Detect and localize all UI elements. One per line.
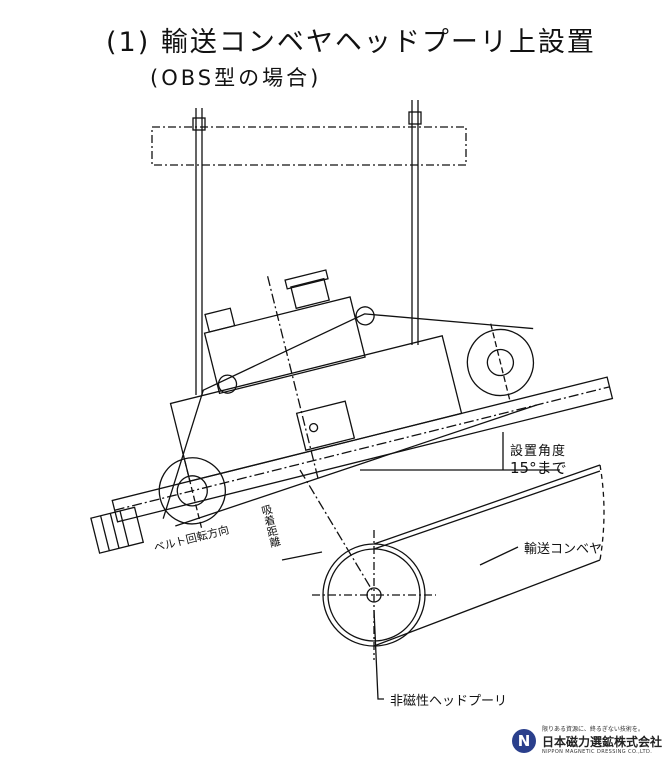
transport-conveyor-belt <box>373 464 605 647</box>
company-tagline: 限りある資源に、終るぎない技術を。 <box>542 726 644 733</box>
install-angle-value: 15°まで <box>510 459 567 477</box>
head-pulley-label: 非磁性ヘッドプーリ <box>390 694 508 709</box>
company-name-english: NIPPON MAGNETIC DRESSING CO.,LTD. <box>542 749 653 755</box>
transport-conveyor-label: 輸送コンベヤ <box>524 542 603 557</box>
head-pulley <box>312 530 436 660</box>
hanger-rod-right <box>408 100 422 345</box>
ceiling-beam <box>151 126 467 166</box>
company-name: 日本磁力選鉱株式会社 <box>542 735 663 749</box>
company-logo: N 限りある資源に、終るぎない技術を。 日本磁力選鉱株式会社 NIPPON MA… <box>512 724 662 760</box>
hanger-rod-left <box>192 108 206 395</box>
page-subtitle: (OBS型の場合) <box>150 66 322 90</box>
magnetic-separator-unit <box>90 269 614 554</box>
page-title: (1) 輸送コンベヤヘッドプーリ上設置 <box>106 27 596 58</box>
install-angle-label: 設置角度 <box>510 444 567 459</box>
company-logo-icon: N <box>512 729 536 753</box>
